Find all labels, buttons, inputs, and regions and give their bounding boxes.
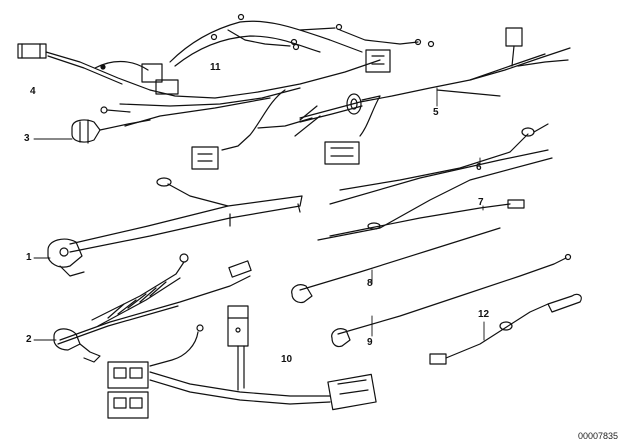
label-part-5: 5 <box>433 107 439 118</box>
label-part-2: 2 <box>26 334 32 345</box>
relay-connector-upper <box>107 361 149 389</box>
boot <box>547 293 582 313</box>
flat-tab <box>507 199 525 209</box>
harness-part-10 <box>107 305 377 419</box>
label-part-8: 8 <box>367 278 373 289</box>
reference-code: 00007835 <box>578 431 619 441</box>
cable-part-7 <box>317 157 553 241</box>
cable-part-8 <box>291 227 501 304</box>
label-part-12: 12 <box>478 309 490 320</box>
cable-part-9 <box>331 253 572 348</box>
label-part-7: 7 <box>478 197 484 208</box>
relay-block <box>227 305 249 347</box>
label-part-10: 10 <box>281 354 293 365</box>
square-connector <box>365 49 391 73</box>
top-connector <box>505 27 523 47</box>
end-connector-part-12 <box>429 353 447 365</box>
battery-cable-part-1 <box>47 177 303 277</box>
label-part-11: 11 <box>210 62 221 73</box>
ground-strap-part-2 <box>53 253 252 363</box>
relay-connector-lower <box>107 391 149 419</box>
label-part-4: 4 <box>30 86 36 97</box>
harness-upper-left <box>17 13 435 170</box>
leader-lines <box>33 87 485 341</box>
small-connector <box>141 63 163 83</box>
grommet <box>346 93 362 115</box>
connector-plug-part-4 <box>17 43 47 59</box>
end-connector-part-10 <box>327 373 377 411</box>
multi-pin-connector <box>324 141 360 165</box>
label-part-3: 3 <box>24 133 30 144</box>
lower-connector <box>191 146 219 170</box>
label-part-6: 6 <box>476 162 482 173</box>
battery-terminal <box>47 238 83 268</box>
label-part-1: 1 <box>26 252 32 263</box>
plug-part-3 <box>71 119 151 144</box>
harness-part-5 <box>299 27 571 165</box>
cable-part-12 <box>429 293 582 365</box>
label-part-9: 9 <box>367 337 373 348</box>
cable-part-6 <box>329 123 549 205</box>
